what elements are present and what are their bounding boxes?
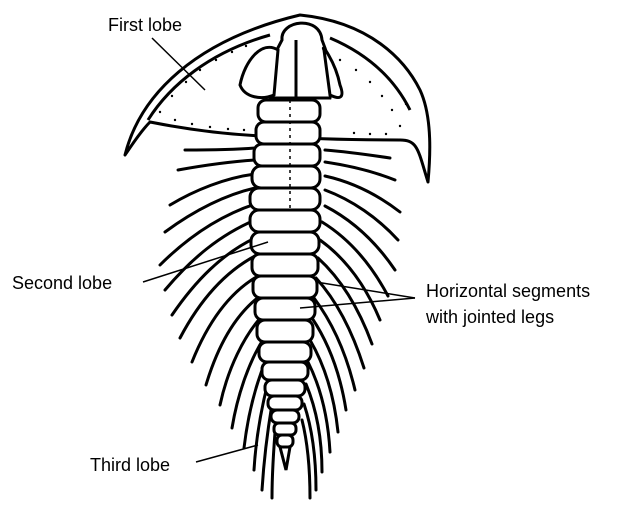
glabella — [240, 23, 342, 98]
segments-label-line1: Horizontal segments — [426, 280, 590, 302]
third-lobe-label: Third lobe — [90, 454, 170, 476]
first-lobe-label: First lobe — [108, 14, 182, 36]
second-lobe-label: Second lobe — [12, 272, 112, 294]
third-lobe-leader — [196, 445, 258, 462]
segments-label-line2: with jointed legs — [426, 306, 554, 328]
